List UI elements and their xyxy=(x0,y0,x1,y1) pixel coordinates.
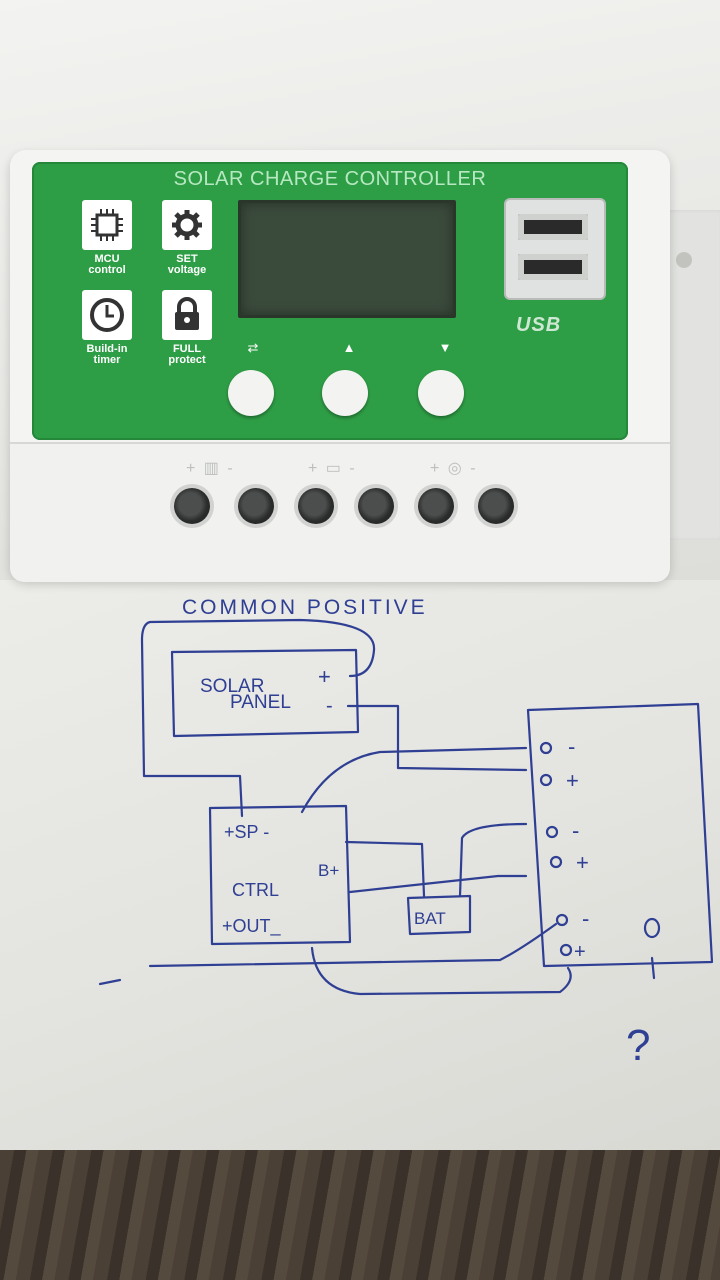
solar-label-line2: PANEL xyxy=(230,692,291,713)
menu-icon: ⇄ xyxy=(247,340,259,355)
menu-button[interactable] xyxy=(228,370,274,416)
up-arrow-icon: ▲ xyxy=(342,340,356,355)
lamp-icon: + ◎ - xyxy=(430,460,478,477)
usb-slot[interactable] xyxy=(518,214,588,240)
terminal-circle xyxy=(555,913,569,927)
battery-icon: + ▭ - xyxy=(308,460,357,477)
wire-ctrl-mid xyxy=(348,874,528,894)
wire-panel-negative xyxy=(346,704,528,772)
terminal-strip: + ▥ - + ▭ - + ◎ - xyxy=(10,442,670,582)
usb-label: USB xyxy=(516,314,562,336)
feature-line1: Build-in xyxy=(86,343,128,355)
solar-minus-sign: - xyxy=(326,695,333,717)
feature-line1: SET xyxy=(176,253,198,265)
terminal-screw[interactable] xyxy=(238,488,274,524)
terminal-circle xyxy=(539,741,553,755)
solar-plus-sign: + xyxy=(318,664,331,689)
table-surface xyxy=(0,1150,720,1280)
wire-panel-positive xyxy=(140,618,376,818)
ctrl-b-label: B+ xyxy=(318,861,339,880)
wire-common xyxy=(148,922,558,968)
wiring-sketch: COMMON POSITIVE SOLAR PANEL + - +SP - B+… xyxy=(98,596,714,1070)
battery-box xyxy=(406,894,472,936)
load-terminal xyxy=(643,917,661,939)
solar-panel-icon: + ▥ - xyxy=(186,460,235,477)
terminal-screw[interactable] xyxy=(478,488,514,524)
usb-slot[interactable] xyxy=(518,254,588,280)
wire-out-loop xyxy=(310,946,572,996)
terminal-block xyxy=(526,702,714,968)
controller-box xyxy=(208,804,352,946)
terminal-circle xyxy=(549,855,563,869)
feature-line2: timer xyxy=(93,354,121,366)
terminal-sign: + xyxy=(576,850,589,875)
battery-label: BAT xyxy=(414,909,446,928)
mounting-hole xyxy=(676,252,692,268)
solar-panel-box xyxy=(170,648,360,738)
down-arrow-icon: ▼ xyxy=(438,340,452,355)
lcd-display xyxy=(238,200,456,318)
feature-line2: control xyxy=(88,264,126,276)
terminal-circle xyxy=(545,825,559,839)
terminal-sign: - xyxy=(572,818,579,843)
clock-icon xyxy=(82,290,132,340)
terminal-sign: + xyxy=(566,768,579,793)
terminal-screw[interactable] xyxy=(298,488,334,524)
terminal-screw[interactable] xyxy=(174,488,210,524)
feature-line2: voltage xyxy=(167,264,207,276)
feature-line1: FULL xyxy=(172,343,202,355)
gear-icon xyxy=(162,200,212,250)
feature-line2: protect xyxy=(168,354,206,366)
ctrl-label: CTRL xyxy=(232,880,279,900)
mcu-chip-icon xyxy=(82,200,132,250)
solar-label-line1: SOLAR xyxy=(200,676,264,697)
load-lead xyxy=(650,956,656,980)
ctrl-out-label: +OUT_ xyxy=(222,916,282,937)
lock-icon xyxy=(162,290,212,340)
wire-battery xyxy=(458,822,528,898)
terminal-sign: - xyxy=(568,734,575,759)
terminal-screw[interactable] xyxy=(358,488,394,524)
question-mark: ? xyxy=(626,1021,650,1070)
down-button[interactable] xyxy=(418,370,464,416)
wire-sp-negative xyxy=(300,746,528,814)
ctrl-sp-label: +SP - xyxy=(224,822,269,842)
terminal-sign: + xyxy=(574,941,586,963)
sketch-heading: COMMON POSITIVE xyxy=(182,596,428,619)
terminal-circle xyxy=(559,943,573,957)
wire-b-positive xyxy=(344,840,426,898)
feature-line1: MCU xyxy=(94,253,120,265)
up-button[interactable] xyxy=(322,370,368,416)
wire-stub xyxy=(98,978,122,986)
terminal-sign: - xyxy=(582,906,589,931)
terminal-circle xyxy=(539,773,553,787)
terminal-screw[interactable] xyxy=(418,488,454,524)
usb-port[interactable] xyxy=(504,198,606,300)
controller-title: SOLAR CHARGE CONTROLLER xyxy=(173,168,487,190)
